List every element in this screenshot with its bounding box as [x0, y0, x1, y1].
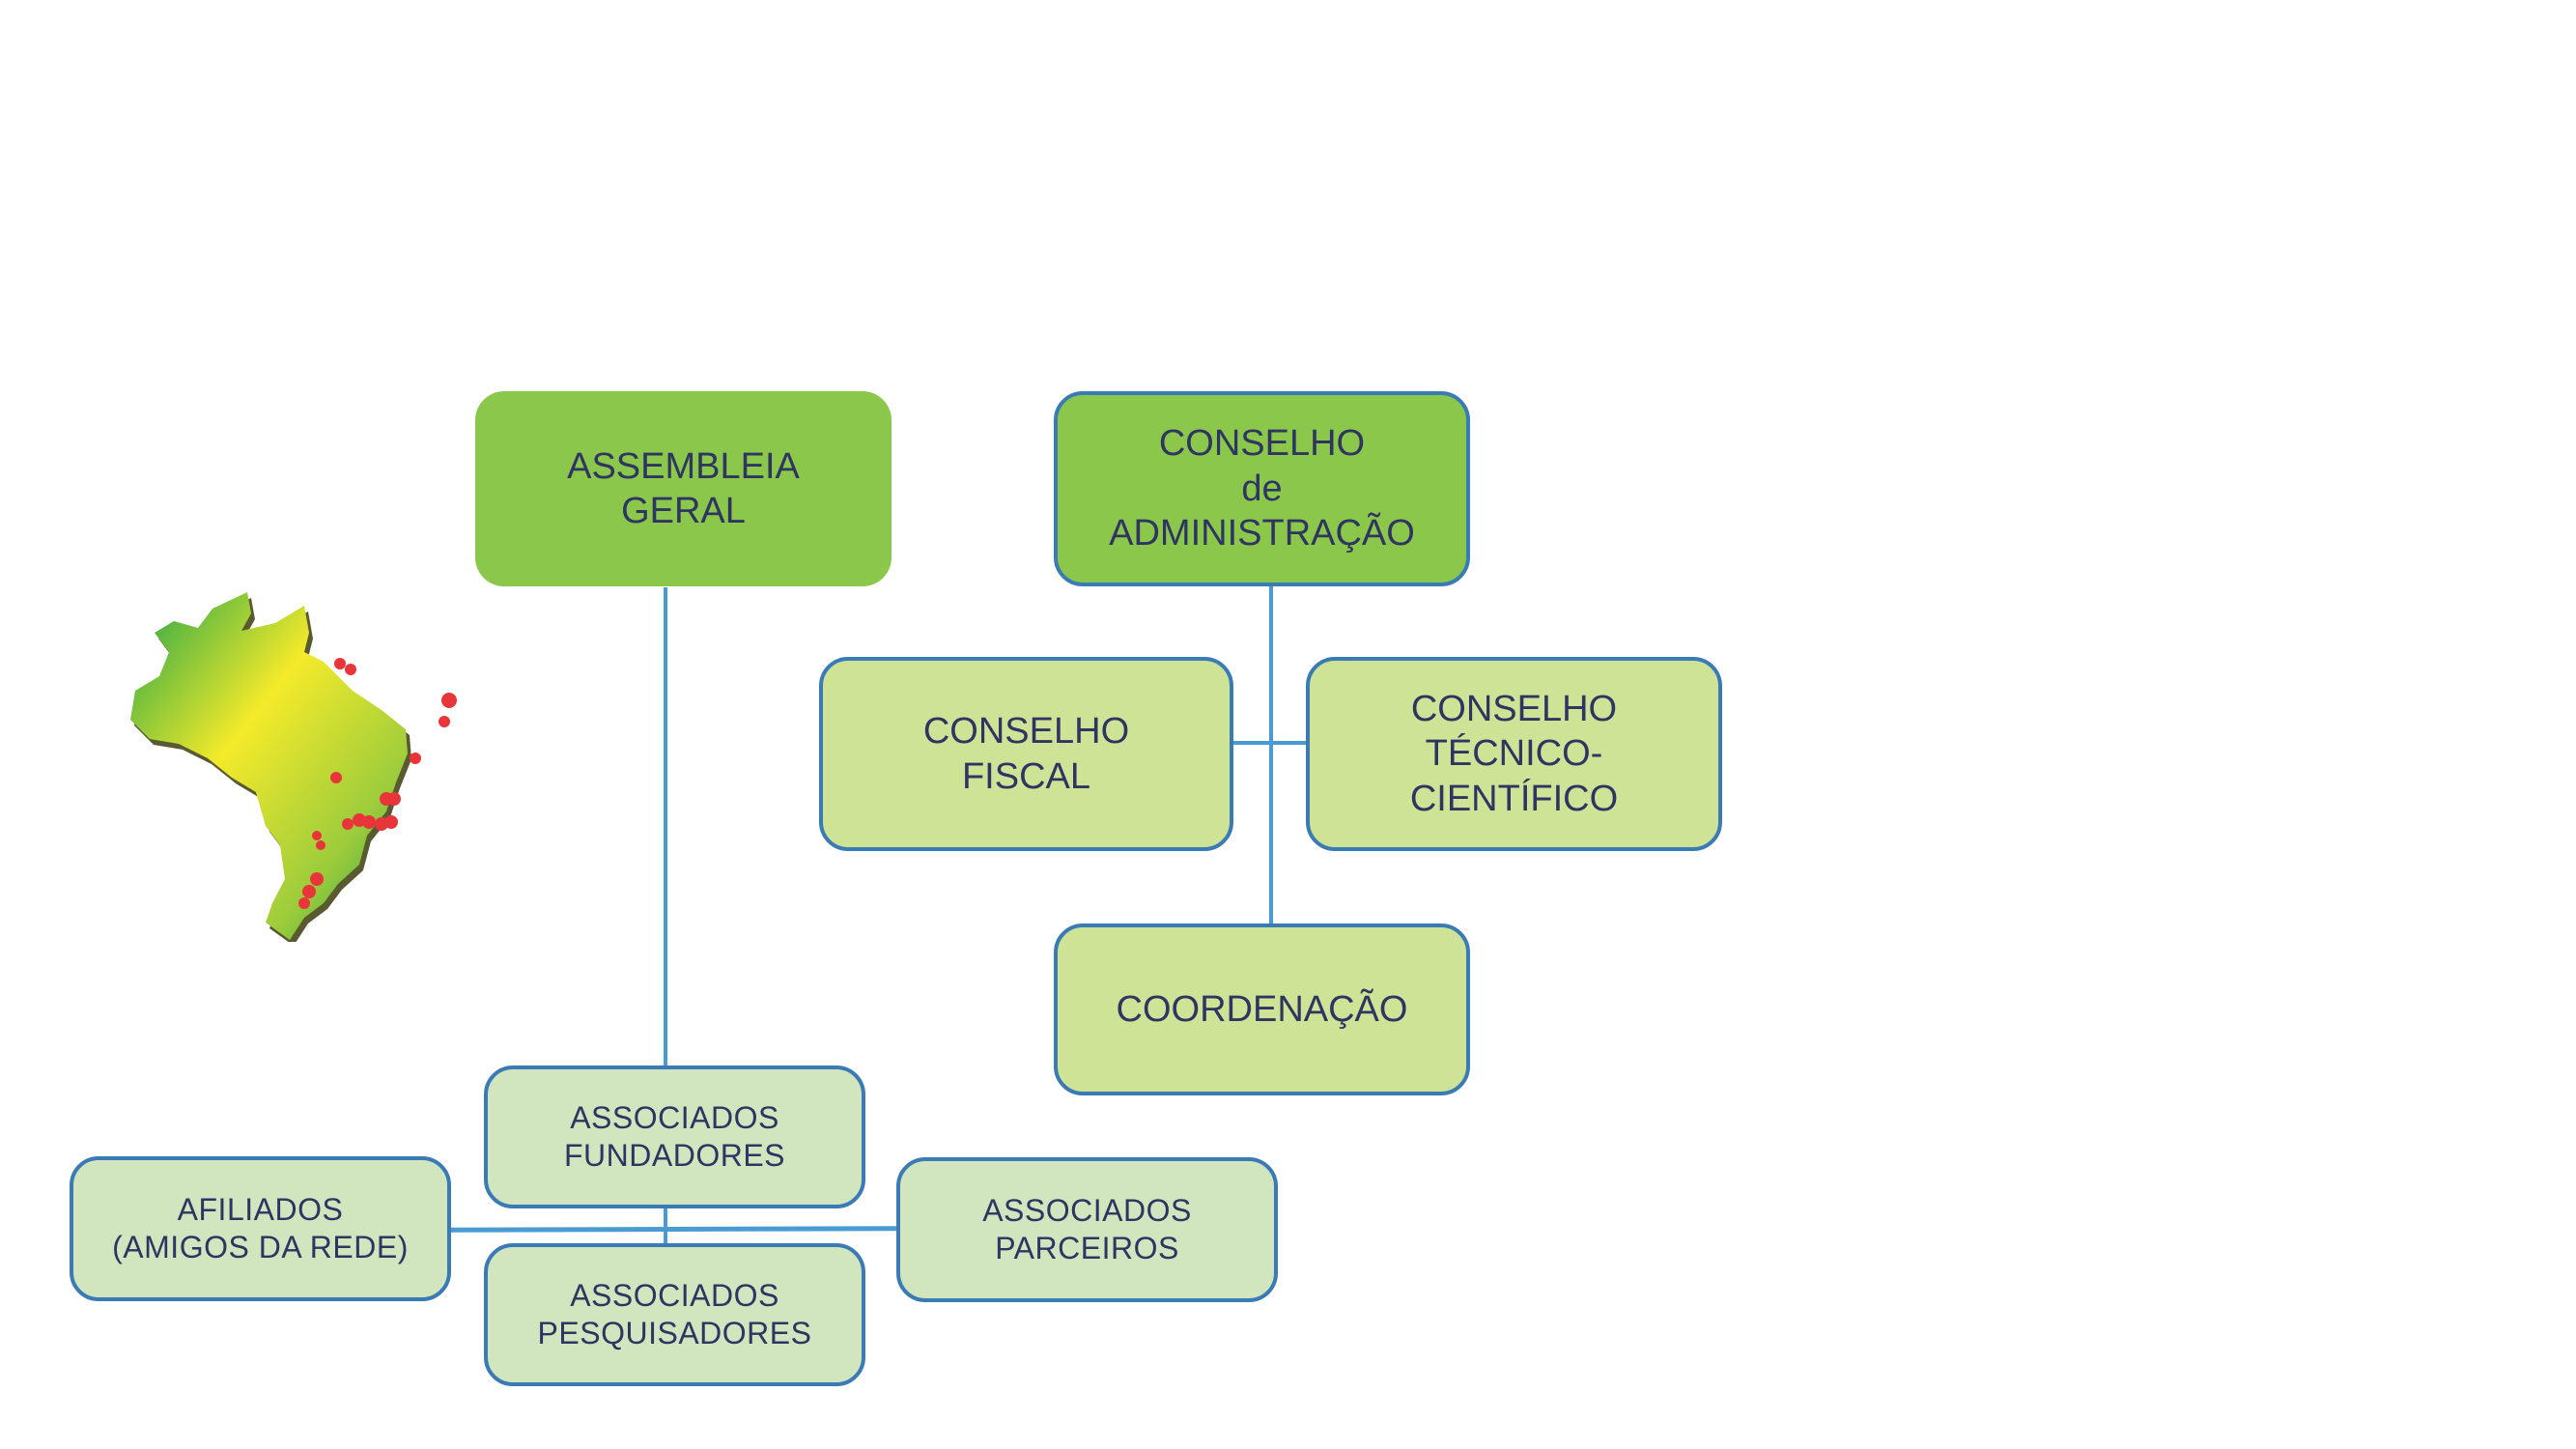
connector-admin-to-coordenacao: [1269, 586, 1273, 924]
connector-afiliados-parceiros: [450, 1226, 898, 1233]
node-conselho-administracao: CONSELHO de ADMINISTRAÇÃO: [1054, 391, 1470, 586]
node-associados-fundadores: ASSOCIADOS FUNDADORES: [484, 1065, 865, 1208]
node-associados-parceiros: ASSOCIADOS PARCEIROS: [896, 1157, 1278, 1302]
connector-assembleia-to-members: [664, 587, 667, 1254]
node-assembleia-geral: ASSEMBLEIA GERAL: [475, 391, 892, 586]
brazil-map-icon: [130, 592, 457, 942]
node-conselho-tecnico-cientifico: CONSELHO TÉCNICO- CIENTÍFICO: [1306, 657, 1722, 851]
node-associados-pesquisadores: ASSOCIADOS PESQUISADORES: [484, 1243, 865, 1386]
node-coordenacao: COORDENAÇÃO: [1054, 923, 1470, 1095]
map-dots: [298, 658, 457, 909]
node-afiliados: AFILIADOS (AMIGOS DA REDE): [70, 1156, 451, 1301]
node-conselho-fiscal: CONSELHO FISCAL: [819, 657, 1233, 851]
connector-fiscal-tecnico: [1233, 741, 1307, 745]
